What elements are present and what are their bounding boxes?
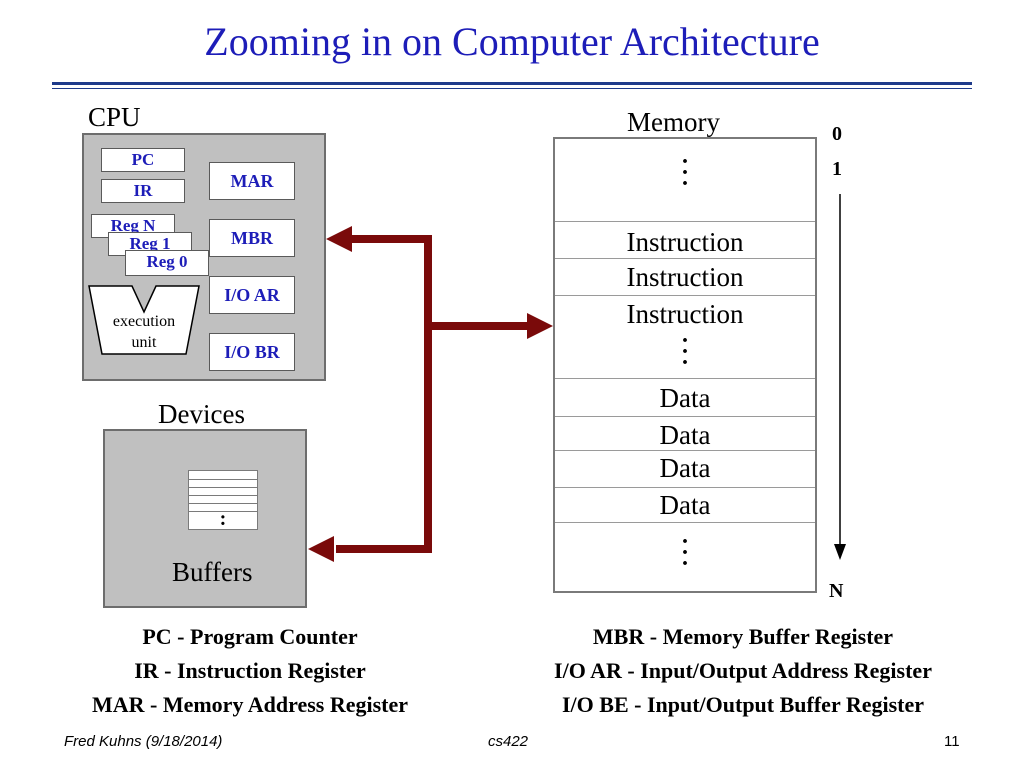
memory-divider [555, 295, 815, 296]
address-0: 0 [832, 123, 842, 145]
memory-divider [555, 450, 815, 451]
legend-item: PC - Program Counter [142, 624, 358, 649]
memory-ellipsis-bottom: ··· [680, 529, 689, 577]
memory-divider [555, 487, 815, 488]
execution-unit-label-2: unit [131, 334, 157, 351]
legend-item: MBR - Memory Buffer Register [592, 624, 894, 649]
memory-divider [555, 378, 815, 379]
memory-label: Memory [627, 107, 720, 137]
cpu-label: CPU [88, 102, 141, 132]
memory-ellipsis-middle: ··· [680, 328, 689, 376]
devices-label: Devices [158, 399, 245, 429]
register-ir: IR [101, 179, 185, 203]
memory-box [553, 137, 817, 593]
buffer-stack [188, 470, 258, 530]
register-pc: PC [101, 148, 185, 172]
footer-course: cs422 [488, 733, 529, 750]
memory-divider [555, 221, 815, 222]
execution-unit-label-1: execution [112, 313, 176, 330]
legend-left: PC - Program Counter IR - Instruction Re… [20, 620, 480, 722]
register-mar: MAR [209, 162, 295, 200]
address-arrow [834, 194, 846, 560]
memory-cell-data: Data [659, 420, 711, 450]
memory-cell-data: Data [659, 453, 711, 483]
title-rule-thick [52, 82, 972, 85]
legend-item: IR - Instruction Register [134, 658, 366, 683]
memory-cell-data: Data [659, 490, 711, 520]
execution-unit-shape [88, 285, 200, 355]
footer-page-number: 11 [944, 733, 960, 750]
legend-item: I/O BE - Input/Output Buffer Register [561, 692, 924, 717]
memory-ellipsis-top: ··· [680, 149, 689, 197]
legend-right: MBR - Memory Buffer Register I/O AR - In… [488, 620, 998, 722]
buffers-label: Buffers [172, 557, 253, 587]
register-reg-0: Reg 0 [125, 250, 209, 276]
slide-title: Zooming in on Computer Architecture [204, 19, 820, 64]
title-rule-thin [52, 88, 972, 89]
memory-cell-data: Data [659, 383, 711, 413]
memory-cell-instruction: Instruction [626, 227, 744, 257]
register-io-ar: I/O AR [209, 276, 295, 314]
address-n: N [829, 580, 844, 602]
register-io-br: I/O BR [209, 333, 295, 371]
memory-cell-instruction: Instruction [626, 262, 744, 292]
memory-divider [555, 522, 815, 523]
legend-item: MAR - Memory Address Register [91, 692, 409, 717]
memory-divider [555, 416, 815, 417]
footer-author: Fred Kuhns (9/18/2014) [64, 733, 223, 750]
legend-item: I/O AR - Input/Output Address Register [554, 658, 932, 683]
memory-cell-instruction: Instruction [626, 299, 744, 329]
register-mbr: MBR [209, 219, 295, 257]
address-1: 1 [832, 158, 842, 180]
buffer-dots: : [219, 508, 227, 530]
memory-divider [555, 258, 815, 259]
